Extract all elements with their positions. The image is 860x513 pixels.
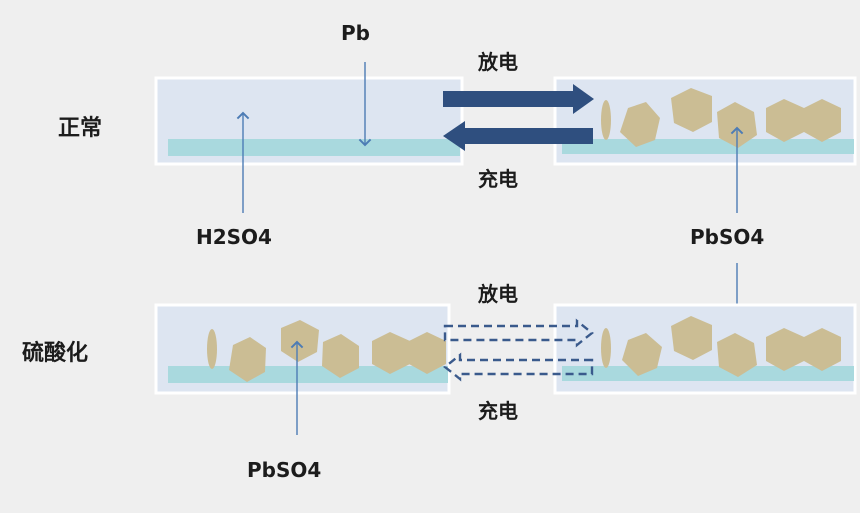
- charge-arrow: [443, 121, 593, 151]
- cell-sulfation-right: [553, 303, 857, 395]
- cell-sulfation-left: [154, 303, 451, 395]
- electrolyte-layer: [168, 139, 460, 156]
- charge-arrow-dashed: [443, 352, 594, 382]
- cell-normal-left: [154, 76, 464, 166]
- pbso4-label-right: PbSO4: [690, 225, 764, 249]
- pb-label: Pb: [341, 21, 370, 45]
- discharge-arrow: [443, 84, 594, 114]
- pbso4-label-bottom: PbSO4: [247, 458, 321, 482]
- row-label-sulfation: 硫酸化: [22, 340, 88, 366]
- discharge-label-normal: 放电: [477, 50, 518, 74]
- pbso4-crystals: [207, 320, 446, 382]
- electrolyte-layer: [562, 139, 854, 154]
- pbso4-crystals: [601, 316, 841, 377]
- charge-label-normal: 充电: [478, 167, 518, 191]
- row-label-normal: 正常: [58, 115, 102, 141]
- pbso4-crystals: [601, 88, 841, 148]
- electrolyte-layer: [562, 366, 854, 381]
- discharge-label-sulfation: 放电: [477, 282, 518, 306]
- cell-normal-right: [553, 76, 857, 166]
- h2so4-label: H2SO4: [196, 225, 272, 249]
- charge-label-sulfation: 充电: [478, 399, 518, 423]
- electrolyte-layer: [168, 366, 448, 383]
- discharge-arrow-dashed: [443, 318, 594, 348]
